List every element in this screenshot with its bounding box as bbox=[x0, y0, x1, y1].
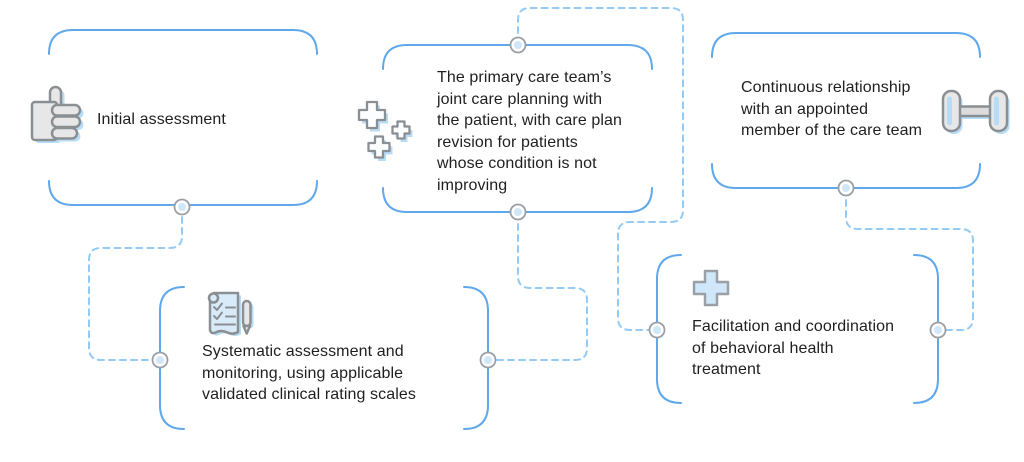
connector-relationship-to-facilitation bbox=[845, 188, 974, 331]
plus-icon bbox=[692, 269, 730, 307]
node-label-continuous-relationship: Continuous relationship with an appointe… bbox=[741, 79, 923, 139]
thumbs-up-icon bbox=[30, 85, 84, 143]
connector-node bbox=[837, 179, 855, 197]
connector-node bbox=[479, 351, 497, 369]
node-label-initial-assessment: Initial assessment bbox=[97, 111, 226, 128]
node-label-facilitation-coordination: Facilitation and coordination of behavio… bbox=[692, 318, 895, 378]
connector-initial-to-systematic bbox=[88, 205, 183, 361]
plus-cluster-icon bbox=[357, 100, 413, 161]
connector-node bbox=[929, 321, 947, 339]
dumbbell-icon bbox=[941, 89, 1010, 134]
box-top-edge bbox=[711, 32, 981, 58]
checklist-pen-icon bbox=[207, 291, 254, 337]
node-label-joint-care-planning: The primary care team’s joint care plann… bbox=[437, 69, 623, 194]
box-top-edge bbox=[48, 29, 318, 55]
connector-node bbox=[648, 321, 666, 339]
connector-node bbox=[509, 36, 527, 54]
connector-node bbox=[151, 351, 169, 369]
connector-node bbox=[173, 198, 191, 216]
node-label-systematic-assessment: Systematic assessment and monitoring, us… bbox=[202, 343, 416, 403]
connector-planning-to-systematic bbox=[488, 212, 588, 361]
connector-node bbox=[509, 203, 527, 221]
